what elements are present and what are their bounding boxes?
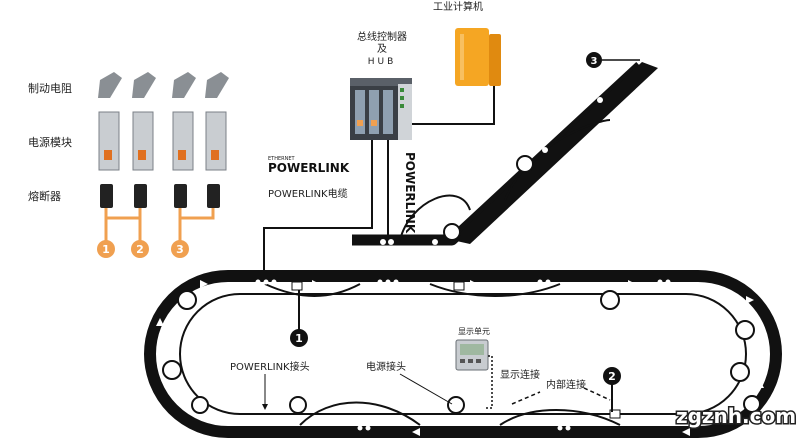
- svg-text:1: 1: [102, 243, 110, 256]
- fuse-icon: [174, 184, 187, 208]
- track-marker-2: 2: [603, 367, 621, 412]
- powerlink-connector-label: POWERLINK接头: [230, 360, 310, 373]
- svg-text:zgznh.com: zgznh.com: [676, 404, 796, 428]
- fuse-marker-2: 2: [131, 240, 149, 258]
- ipc-label: 工业计算机: [433, 0, 483, 13]
- incline-track: 3: [352, 52, 658, 246]
- fuse-marker-1: 1: [97, 240, 115, 258]
- brake-resistor-icon: [205, 72, 229, 98]
- svg-text:2: 2: [136, 243, 144, 256]
- fuse-icon: [100, 184, 113, 208]
- supply-column-4: [205, 72, 229, 208]
- supply-column-1: [98, 72, 122, 208]
- industrial-pc-icon: [455, 28, 501, 86]
- svg-text:3: 3: [176, 243, 184, 256]
- brake-resistor-icon: [172, 72, 196, 98]
- powerlink-logo-horizontal: ETHERNET POWERLINK: [268, 156, 350, 175]
- bus-controller-icon: [350, 78, 412, 140]
- supply-column-3: [172, 72, 196, 208]
- fuse-wiring: [104, 208, 215, 242]
- connector-labels: POWERLINK接头 电源接头 显示单元 显示连接 内部连接: [230, 326, 611, 410]
- svg-text:1: 1: [295, 332, 303, 345]
- brake-resistor-icon: [132, 72, 156, 98]
- supply-column-2: [132, 72, 156, 208]
- power-module-label: 电源模块: [28, 135, 72, 149]
- fuse-marker-3: 3: [171, 240, 189, 258]
- incline-marker-3: 3: [586, 52, 640, 68]
- power-module-icon: [132, 111, 154, 171]
- svg-text:ETHERNET: ETHERNET: [268, 156, 296, 162]
- track-marker-1: 1: [290, 290, 308, 347]
- power-module-icon: [205, 111, 227, 171]
- controller-group: 总线控制器 及 HUB 工业计算机: [263, 0, 501, 278]
- svg-text:2: 2: [608, 370, 616, 383]
- power-module-icon: [172, 111, 194, 171]
- fuse-icon: [207, 184, 220, 208]
- display-unit-icon: [455, 339, 489, 371]
- fuse-icon: [134, 184, 147, 208]
- network-cables: [263, 86, 495, 278]
- svg-text:3: 3: [591, 56, 598, 67]
- power-supply-group: 制动电阻 电源模块 熔断器: [28, 72, 229, 258]
- bus-controller-label-1: 总线控制器: [357, 30, 407, 43]
- svg-text:POWERLINK: POWERLINK: [268, 161, 350, 175]
- fuse-label: 熔断器: [28, 189, 61, 203]
- brake-resistor-label: 制动电阻: [28, 82, 72, 95]
- watermark: zgznh.com: [674, 403, 797, 430]
- powerlink-logo-vertical: POWERLINK: [403, 152, 417, 234]
- power-connector-label: 电源接头: [366, 360, 406, 373]
- display-connection-label: 显示连接: [500, 368, 540, 381]
- internal-connection-label: 内部连接: [546, 378, 586, 391]
- brake-resistor-icon: [98, 72, 122, 98]
- bus-controller-label-3: HUB: [368, 57, 397, 67]
- power-module-icon: [98, 111, 120, 171]
- powerlink-cable-label: POWERLINK电缆: [268, 187, 348, 200]
- display-unit-label: 显示单元: [458, 326, 490, 336]
- oval-track: 1 2: [144, 270, 782, 438]
- svg-text:POWERLINK: POWERLINK: [403, 152, 417, 234]
- bus-controller-label-2: 及: [377, 43, 387, 55]
